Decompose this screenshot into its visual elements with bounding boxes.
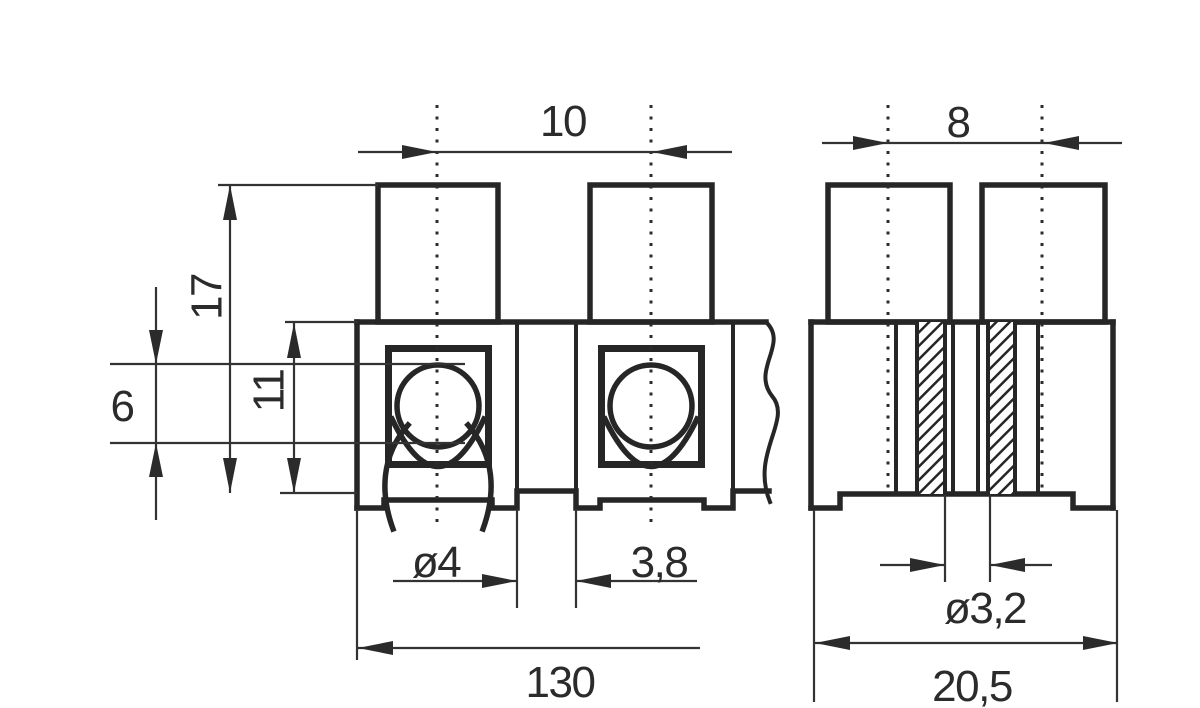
dimension-labels: 10 8 17 11 6 ø4 3,8 130 ø3,2 20,5: [111, 97, 1028, 708]
screw-tower: [979, 182, 1108, 325]
dim-label-hole-diameter: ø4: [412, 538, 461, 587]
channel-walls: [894, 320, 1040, 496]
break-line: [762, 319, 780, 505]
screw-tower: [825, 182, 953, 325]
centerlines: [435, 105, 1044, 523]
side-view: [808, 182, 1116, 511]
dim-label-total-height: 17: [182, 274, 231, 320]
dim-label-screw-diameter: ø3,2: [944, 584, 1026, 633]
arrowhead: [1044, 136, 1079, 150]
thread-section-hatch: [917, 322, 945, 494]
arrowhead: [358, 641, 393, 655]
arrowhead: [1083, 636, 1118, 650]
dim-label-hole-offset: 6: [111, 382, 134, 431]
dim-label-depth: 20,5: [932, 662, 1012, 708]
wire-clamp-arc: [382, 421, 412, 533]
front-view: [354, 182, 780, 533]
screw-hole-circle: [607, 362, 695, 450]
cavity-bottom-arc: [601, 415, 701, 470]
cavity-bottom-arc: [388, 415, 488, 470]
wire-clamp-arc: [464, 421, 494, 533]
arrowhead: [853, 136, 888, 150]
arrowhead: [223, 458, 237, 493]
dimension-lines: [110, 136, 1122, 702]
dim-label-body-height: 11: [244, 370, 293, 413]
arrowhead: [149, 443, 163, 477]
side-body-bottom-profile: [808, 491, 1116, 511]
arrowhead: [990, 558, 1025, 572]
thread-section-hatch: [988, 322, 1015, 494]
arrowhead: [482, 574, 517, 588]
arrowhead: [576, 574, 611, 588]
arrowhead: [149, 330, 163, 364]
dim-label-total-length: 130: [526, 658, 595, 707]
arrowhead: [652, 145, 687, 159]
dim-label-slot-width: 3,8: [631, 538, 688, 587]
arrowhead: [223, 185, 237, 220]
front-body-bottom-profile: [354, 488, 772, 511]
dim-label-pitch: 10: [540, 97, 586, 146]
dim-label-tower-spacing: 8: [947, 98, 970, 147]
screw-tower: [587, 182, 715, 325]
arrowhead: [287, 458, 301, 493]
screw-tower: [375, 182, 501, 325]
arrowhead: [815, 636, 850, 650]
arrowhead: [402, 145, 437, 159]
arrowhead: [910, 558, 945, 572]
arrowhead: [287, 323, 301, 358]
